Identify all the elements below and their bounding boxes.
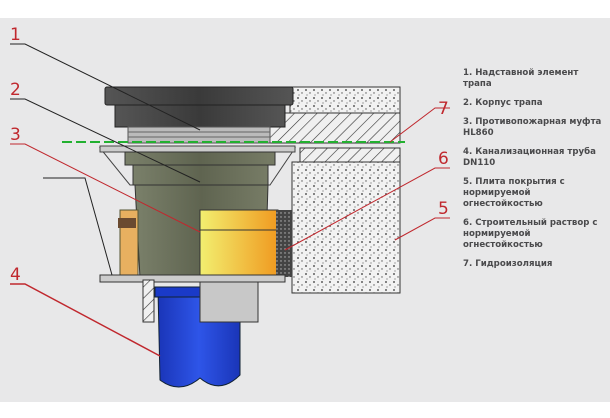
legend: 1. Надставной элемент трапа 2. Корпус тр…: [463, 68, 608, 278]
fire-mortar: [276, 210, 292, 277]
fire-sleeve: [199, 209, 279, 278]
legend-item: 5. Плита покрытия с нормируемой огнестой…: [463, 177, 565, 209]
callout-6: 6: [438, 149, 449, 169]
leader-lines: [10, 43, 450, 357]
callout-1: 1: [10, 25, 21, 45]
callout-4: 4: [10, 265, 21, 285]
legend-item: 1. Надставной элемент трапа: [463, 68, 579, 89]
callout-5: 5: [438, 199, 449, 219]
legend-item: 4. Канализационная труба DN110: [463, 147, 596, 168]
legend-item: 3. Противопожарная муфта HL860: [463, 117, 602, 138]
adapter: [199, 281, 259, 323]
cover-slab: [269, 86, 401, 294]
callout-7: 7: [438, 99, 449, 119]
legend-item: 6. Строительный раствор с нормируемой ог…: [463, 218, 598, 250]
legend-item: 2. Корпус трапа: [463, 98, 543, 108]
callout-3: 3: [10, 125, 21, 145]
legend-item: 7. Гидроизоляция: [463, 259, 553, 269]
callout-2: 2: [10, 80, 21, 100]
